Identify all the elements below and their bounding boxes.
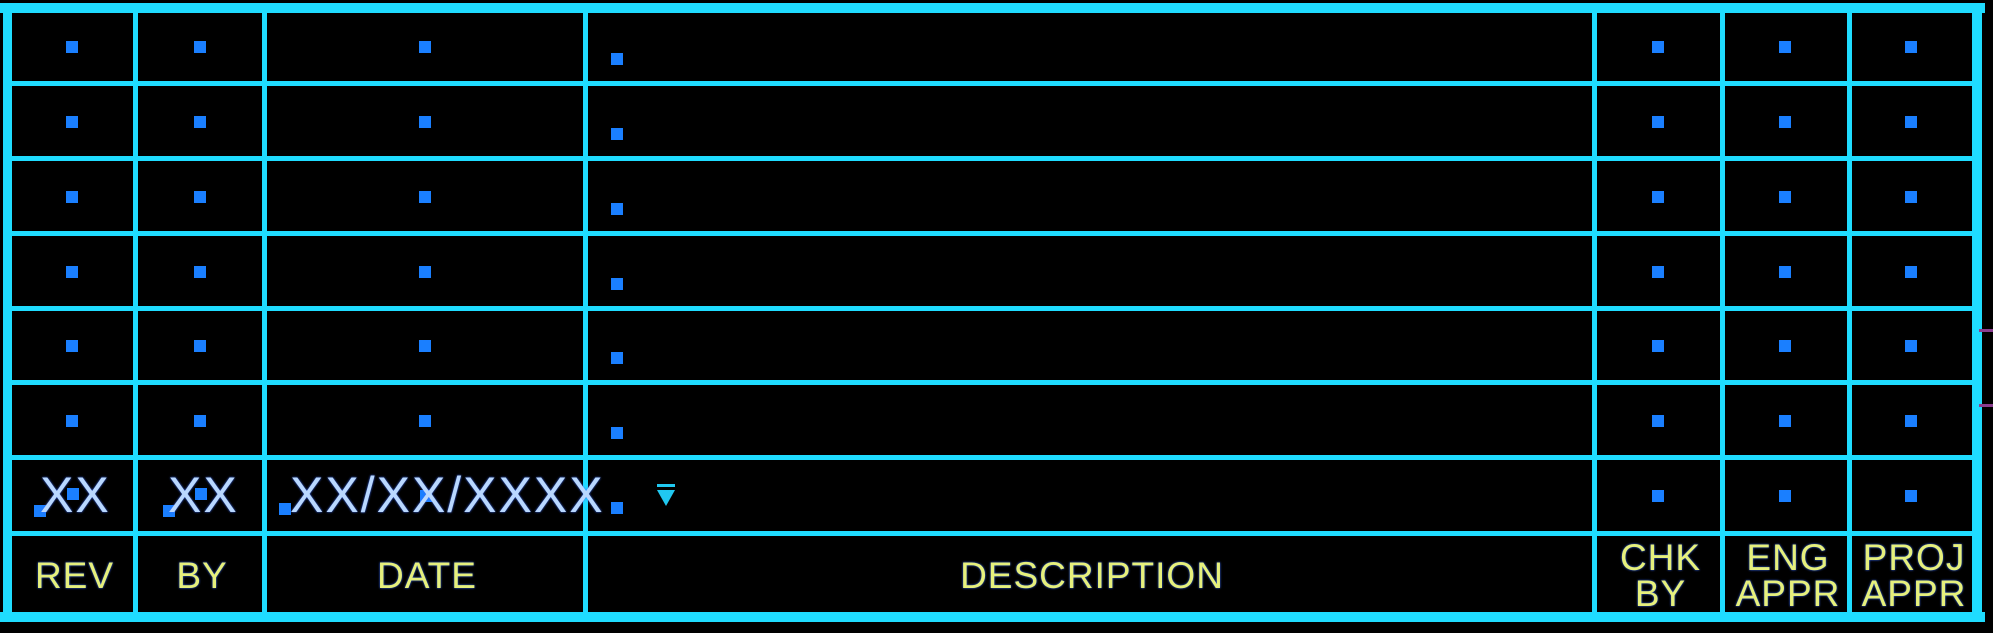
grip-marker bbox=[1905, 41, 1917, 53]
row-divider bbox=[5, 455, 1980, 460]
grip-marker bbox=[1652, 190, 1664, 203]
header-date: DATE bbox=[377, 555, 477, 596]
grip-marker bbox=[1779, 41, 1791, 53]
grip-marker bbox=[1905, 490, 1917, 502]
grip-marker bbox=[611, 426, 623, 439]
grip-marker bbox=[1779, 490, 1791, 502]
grip-marker bbox=[611, 502, 623, 514]
header-proj-appr-line1: PROJ bbox=[1862, 537, 1966, 578]
header-chk-by-line1: CHK bbox=[1619, 537, 1702, 578]
edge-tick-mark bbox=[1979, 404, 1993, 407]
grip-marker bbox=[1779, 340, 1791, 352]
column-divider bbox=[1847, 5, 1852, 617]
grip-marker bbox=[1905, 190, 1917, 203]
grip-marker bbox=[419, 340, 431, 352]
grip-marker bbox=[419, 265, 431, 278]
grip-marker bbox=[419, 414, 431, 427]
column-divider bbox=[262, 5, 267, 617]
column-divider bbox=[1720, 5, 1725, 617]
grip-marker bbox=[66, 115, 78, 128]
grip-marker bbox=[1652, 41, 1664, 53]
grip-marker bbox=[1652, 490, 1664, 502]
row-divider bbox=[5, 231, 1980, 236]
border-right bbox=[1972, 3, 1982, 622]
grip-marker bbox=[420, 490, 432, 502]
grip-marker bbox=[194, 115, 206, 128]
dropdown-triangle-icon[interactable] bbox=[657, 490, 675, 506]
grip-marker bbox=[194, 414, 206, 427]
header-chk-by-line2: BY bbox=[1634, 573, 1687, 614]
row-divider bbox=[5, 81, 1980, 86]
rev-placeholder[interactable]: XX bbox=[40, 467, 111, 523]
grip-marker bbox=[419, 41, 431, 53]
grip-marker bbox=[194, 41, 206, 53]
grip-marker bbox=[1652, 115, 1664, 128]
grip-marker bbox=[611, 352, 623, 364]
border-left bbox=[3, 3, 12, 622]
edge-tick-mark bbox=[1979, 329, 1993, 332]
column-divider bbox=[1592, 5, 1597, 617]
grip-marker bbox=[1905, 265, 1917, 278]
row-divider bbox=[5, 306, 1980, 311]
grip-marker bbox=[1652, 340, 1664, 352]
grip-marker bbox=[419, 190, 431, 203]
grip-marker bbox=[1652, 414, 1664, 427]
grip-marker bbox=[611, 53, 623, 65]
grip-marker bbox=[66, 340, 78, 352]
grip-marker bbox=[66, 265, 78, 278]
by-placeholder[interactable]: XX bbox=[168, 467, 239, 523]
row-divider bbox=[5, 380, 1980, 385]
grip-marker bbox=[1905, 115, 1917, 128]
grip-marker bbox=[66, 190, 78, 203]
grip-marker bbox=[611, 277, 623, 290]
grip-marker bbox=[66, 414, 78, 427]
grip-marker bbox=[195, 488, 207, 500]
grip-marker bbox=[1779, 115, 1791, 128]
grip-marker bbox=[1905, 340, 1917, 352]
grip-marker bbox=[611, 202, 623, 215]
border-top bbox=[0, 3, 1985, 13]
date-placeholder[interactable]: XX/XX/XXXX bbox=[290, 467, 605, 523]
header-description: DESCRIPTION bbox=[960, 555, 1224, 596]
grip-marker bbox=[194, 340, 206, 352]
grip-marker bbox=[163, 505, 175, 517]
grip-marker bbox=[1779, 265, 1791, 278]
dropdown-marker-bar bbox=[657, 484, 675, 487]
border-bottom bbox=[0, 612, 1985, 622]
row-divider bbox=[5, 531, 1980, 536]
header-eng-appr-line1: ENG bbox=[1746, 537, 1830, 578]
header-proj-appr-line2: APPR bbox=[1861, 573, 1967, 614]
header-eng-appr-line2: APPR bbox=[1735, 573, 1841, 614]
row-divider bbox=[5, 156, 1980, 161]
grip-marker bbox=[279, 503, 291, 515]
column-divider bbox=[583, 5, 588, 617]
header-rev: REV bbox=[34, 555, 115, 596]
grip-marker bbox=[1779, 414, 1791, 427]
grip-marker bbox=[194, 190, 206, 203]
column-divider bbox=[133, 5, 138, 617]
grip-marker bbox=[1652, 265, 1664, 278]
grip-marker bbox=[611, 127, 623, 140]
grip-marker bbox=[1905, 414, 1917, 427]
grip-marker bbox=[67, 488, 79, 500]
grip-marker bbox=[1779, 190, 1791, 203]
grip-marker bbox=[34, 505, 46, 517]
grip-marker bbox=[419, 115, 431, 128]
grip-marker bbox=[66, 41, 78, 53]
grip-marker bbox=[194, 265, 206, 278]
header-by: BY bbox=[176, 555, 228, 596]
